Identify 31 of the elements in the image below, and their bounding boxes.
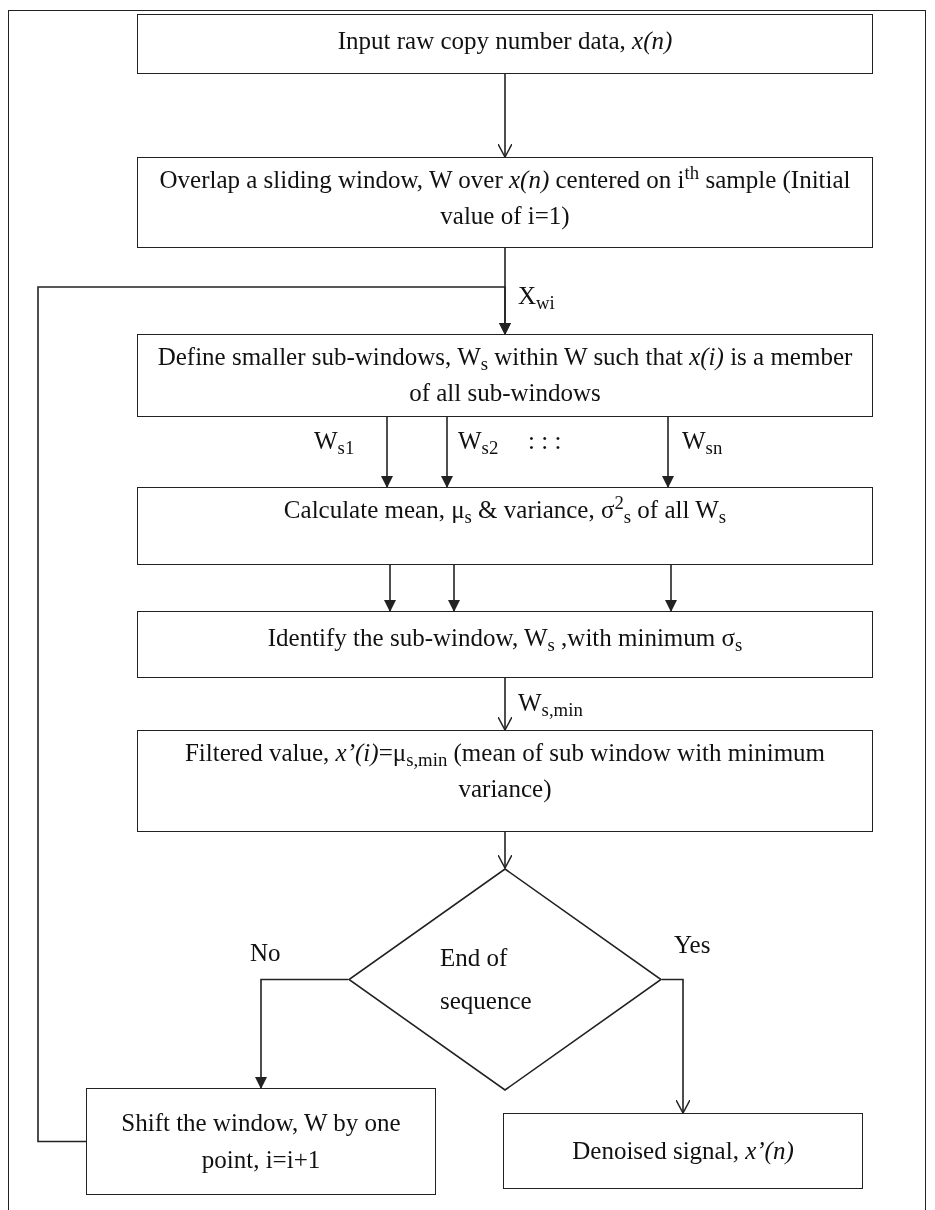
arrow (381, 416, 393, 488)
process-box (503, 1113, 863, 1189)
arrow (665, 564, 677, 612)
step-text: Input raw copy number data, x(n) (336, 26, 674, 57)
step-text: Overlap a sliding window, W over x(n) centered on i$^{th}$ sample (Initial value of i=1) (158, 162, 852, 232)
arrow (448, 564, 460, 612)
arrow (255, 978, 349, 1089)
arrow (661, 978, 691, 1114)
process-box (137, 334, 873, 417)
process-box (137, 157, 873, 248)
arrow (384, 564, 396, 612)
arrow (497, 677, 513, 731)
step-text: Calculate mean, μ$_{s}$ & variance, σ$^{2}$$_{s}$ of all W$_{s}$ (282, 492, 728, 529)
decision-text: End of sequence (440, 943, 533, 1016)
arrow (662, 416, 674, 488)
arrow (497, 831, 513, 869)
arrow (37, 286, 511, 1143)
step-text: Define smaller sub-windows, W$_{s}$ within W such that x(i) is a member of all sub-windows (156, 342, 854, 409)
decision-diamond (348, 868, 662, 1091)
process-box (137, 730, 873, 832)
step-text: Identify the sub-window, W$_{s}$ ,with minimum σ$_{s}$ (266, 623, 744, 657)
arrow (441, 416, 453, 488)
ellipsis-text: : : : (528, 428, 562, 453)
step-text: Denoised signal, x’(n) (571, 1135, 795, 1167)
step-text: Shift the window, W by one point, i=i+1 (120, 1108, 402, 1175)
process-box (137, 611, 873, 678)
process-box (137, 487, 873, 565)
arrow (497, 73, 513, 158)
process-box (137, 14, 873, 74)
process-box (86, 1088, 436, 1195)
step-text: Filtered value, x’(i)=μ$_{s,min}$ (mean of sub window with minimum variance) (183, 738, 827, 805)
